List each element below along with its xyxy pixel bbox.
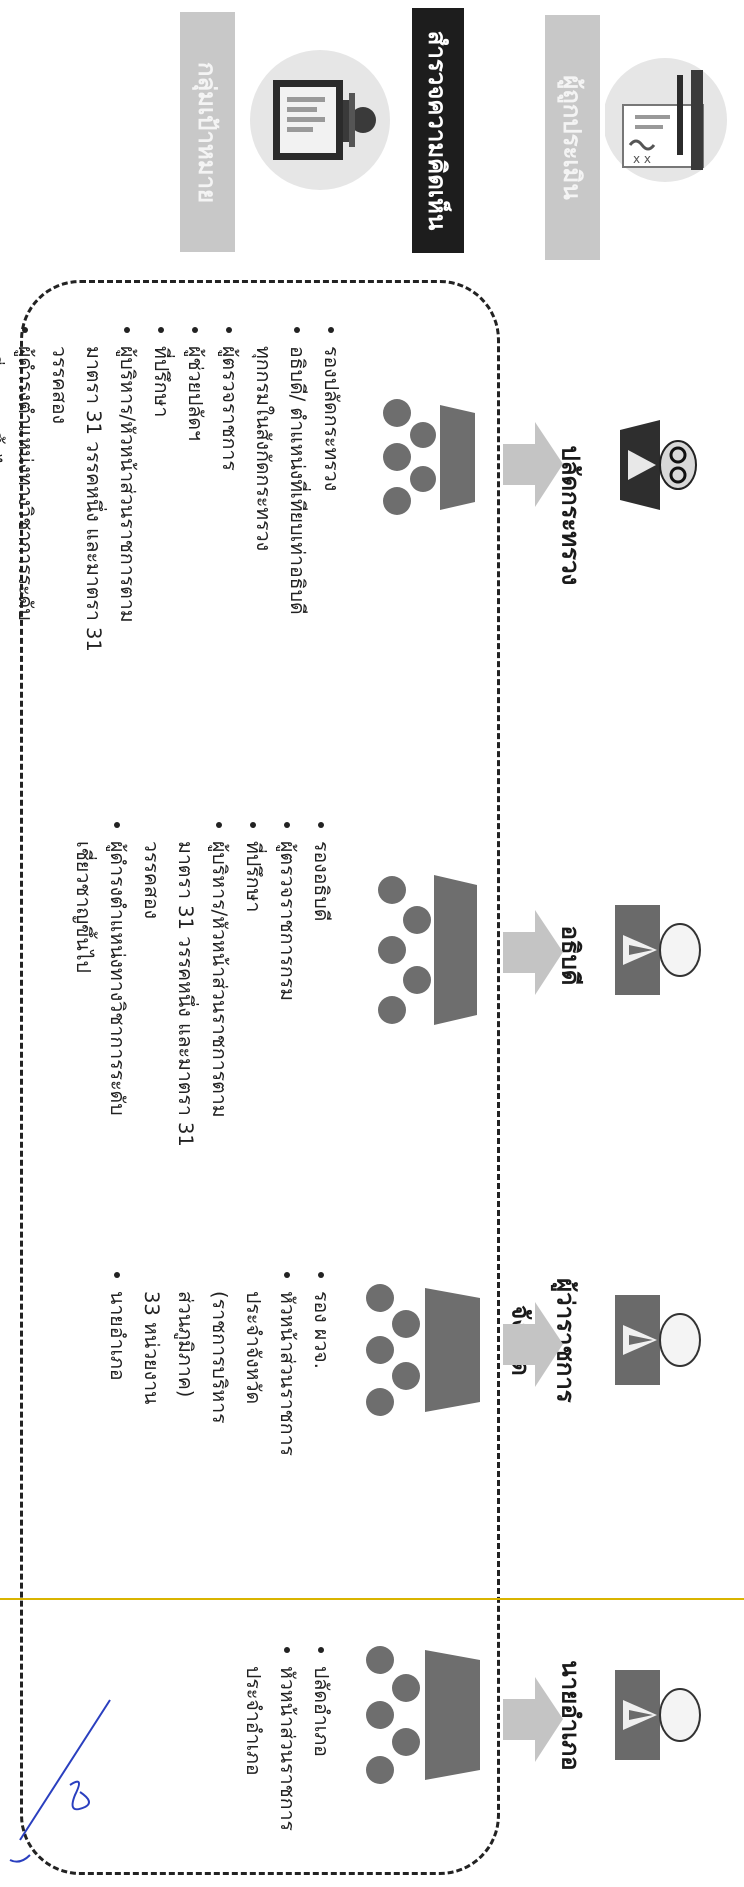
list-item-continuation: ประจำอำเภอ — [242, 1666, 265, 1776]
assessor-illustration: x x — [603, 45, 735, 195]
list-item-continuation: ประจำจังหวัด — [242, 1291, 265, 1405]
target-group-frame — [20, 280, 500, 1875]
list-item: หัวหน้าส่วนราชการ — [270, 1666, 304, 1831]
list-item-continuation: วรรคสอง — [48, 346, 71, 425]
list-item: ผู้ดำรงตำแหน่งทางวิชาการระดับ — [8, 346, 42, 652]
list-item-continuation: มาตรา 31 วรรคหนึ่ง และมาตรา 31 — [82, 346, 105, 652]
yellow-scan-line — [0, 1598, 744, 1600]
list-item: ผู้บริหาร/หัวหน้าส่วนราชการตาม — [202, 841, 236, 1147]
banner-opinion-survey-text: สำรวจความคิดเห็น — [423, 30, 452, 231]
list-item: นายอำเภอ — [100, 1291, 134, 1456]
list-item: หัวหน้าส่วนราชการ — [270, 1291, 304, 1456]
banner-target-group: กลุ่มเป้าหมาย — [180, 12, 235, 252]
list-item: ผู้ช่วยปลัดฯ — [178, 346, 212, 652]
list-item-continuation: เชี่ยวชาญขึ้นไป — [72, 841, 95, 973]
right-arrow-icon — [503, 1677, 563, 1762]
svg-text:x x: x x — [633, 152, 651, 166]
list-item: อธิบดี/ ตำแหน่งที่เทียบเท่าอธิบดี — [280, 346, 314, 652]
list-item: ผู้ดำรงตำแหน่งทางวิชาการระดับ — [100, 841, 134, 1147]
list-item: ผู้บริหาร/หัวหน้าส่วนราชการตาม — [110, 346, 144, 652]
target-group-illustration — [245, 45, 395, 195]
list-item-continuation: วรรคสอง — [140, 841, 163, 920]
right-arrow-icon — [503, 422, 563, 507]
people-group-icon — [360, 1640, 485, 1790]
executive-silhouette-icon — [615, 1295, 705, 1385]
executive-silhouette-icon — [615, 1670, 705, 1760]
right-arrow-icon — [503, 910, 563, 995]
banner-target-group-text: กลุ่มเป้าหมาย — [193, 61, 221, 203]
list-item-continuation: (ราชการบริหาร — [208, 1291, 231, 1424]
signature-mark — [0, 1690, 120, 1880]
list-item-continuation: ทุกกรมในสังกัดกระทรวง — [252, 346, 275, 552]
banner-assessor: ผู้ถูกประเมิน — [545, 15, 600, 260]
list-item-continuation: ส่วนภูมิภาค) — [174, 1291, 197, 1398]
people-group-icon — [360, 1280, 485, 1420]
people-group-icon — [375, 395, 480, 520]
list-item: ผู้ตรวจราชการกรม — [270, 841, 304, 1147]
list-item: ผู้ตรวจราชการ — [212, 346, 246, 652]
executive-silhouette-icon — [615, 905, 705, 995]
right-arrow-icon — [503, 1302, 563, 1387]
list-item: รองปลัดกระทรวง — [314, 346, 348, 652]
people-group-icon — [372, 865, 482, 1035]
list-item: รองอธิบดี — [304, 841, 338, 1147]
list-item: รอง ผวจ. — [304, 1291, 338, 1456]
list-item-continuation: มาตรา 31 วรรคหนึ่ง และมาตรา 31 — [174, 841, 197, 1147]
list-item-continuation: เชี่ยวชาญขึ้นไป — [0, 346, 3, 478]
banner-assessor-text: ผู้ถูกประเมิน — [558, 75, 587, 200]
list-item: ปลัดอำเภอ — [304, 1666, 338, 1831]
executive-glasses-icon — [620, 420, 700, 510]
banner-opinion-survey: สำรวจความคิดเห็น — [412, 8, 464, 253]
list-item-continuation: 33 หน่วยงาน — [140, 1291, 163, 1405]
list-item: ที่ปรึกษา — [144, 346, 178, 652]
list-item: ที่ปรึกษา — [236, 841, 270, 1147]
